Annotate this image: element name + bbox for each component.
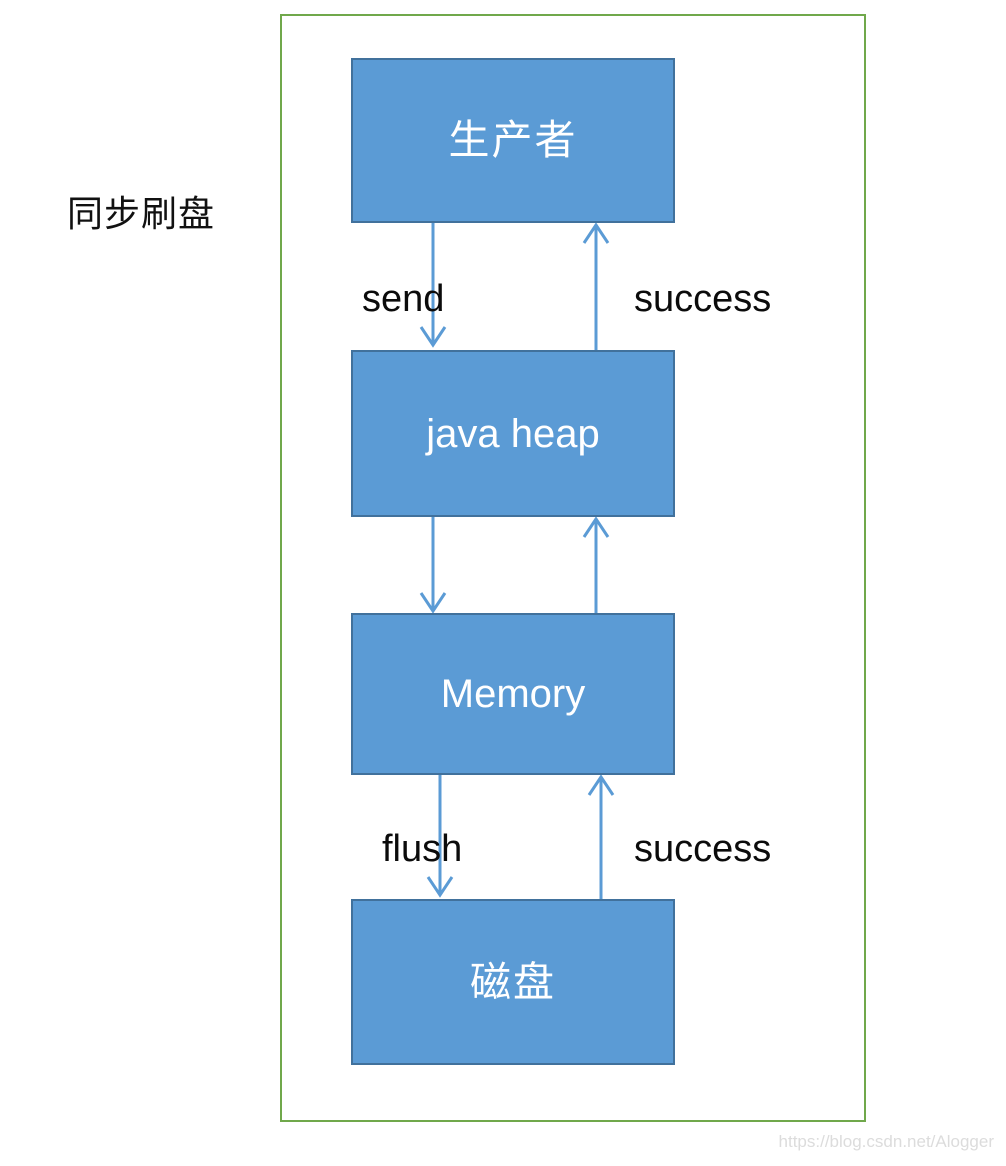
node-producer-label: 生产者 xyxy=(448,116,578,164)
node-disk[interactable]: 磁盘 xyxy=(351,899,675,1065)
node-memory-label: Memory xyxy=(440,672,586,716)
node-java-heap-label: java heap xyxy=(426,411,600,456)
edge-label-send: send xyxy=(362,278,445,320)
node-producer[interactable]: 生产者 xyxy=(351,58,675,223)
watermark: https://blog.csdn.net/Alogger xyxy=(778,1132,994,1151)
diagram-caption: 同步刷盘 xyxy=(67,194,216,235)
node-memory[interactable]: Memory xyxy=(351,613,675,775)
edge-label-success-top: success xyxy=(634,278,772,320)
node-java-heap[interactable]: java heap xyxy=(351,350,675,517)
diagram-frame xyxy=(280,14,866,1122)
edge-label-flush: flush xyxy=(382,828,463,870)
edge-label-success-bottom: success xyxy=(634,828,772,870)
node-disk-label: 磁盘 xyxy=(470,957,556,1006)
